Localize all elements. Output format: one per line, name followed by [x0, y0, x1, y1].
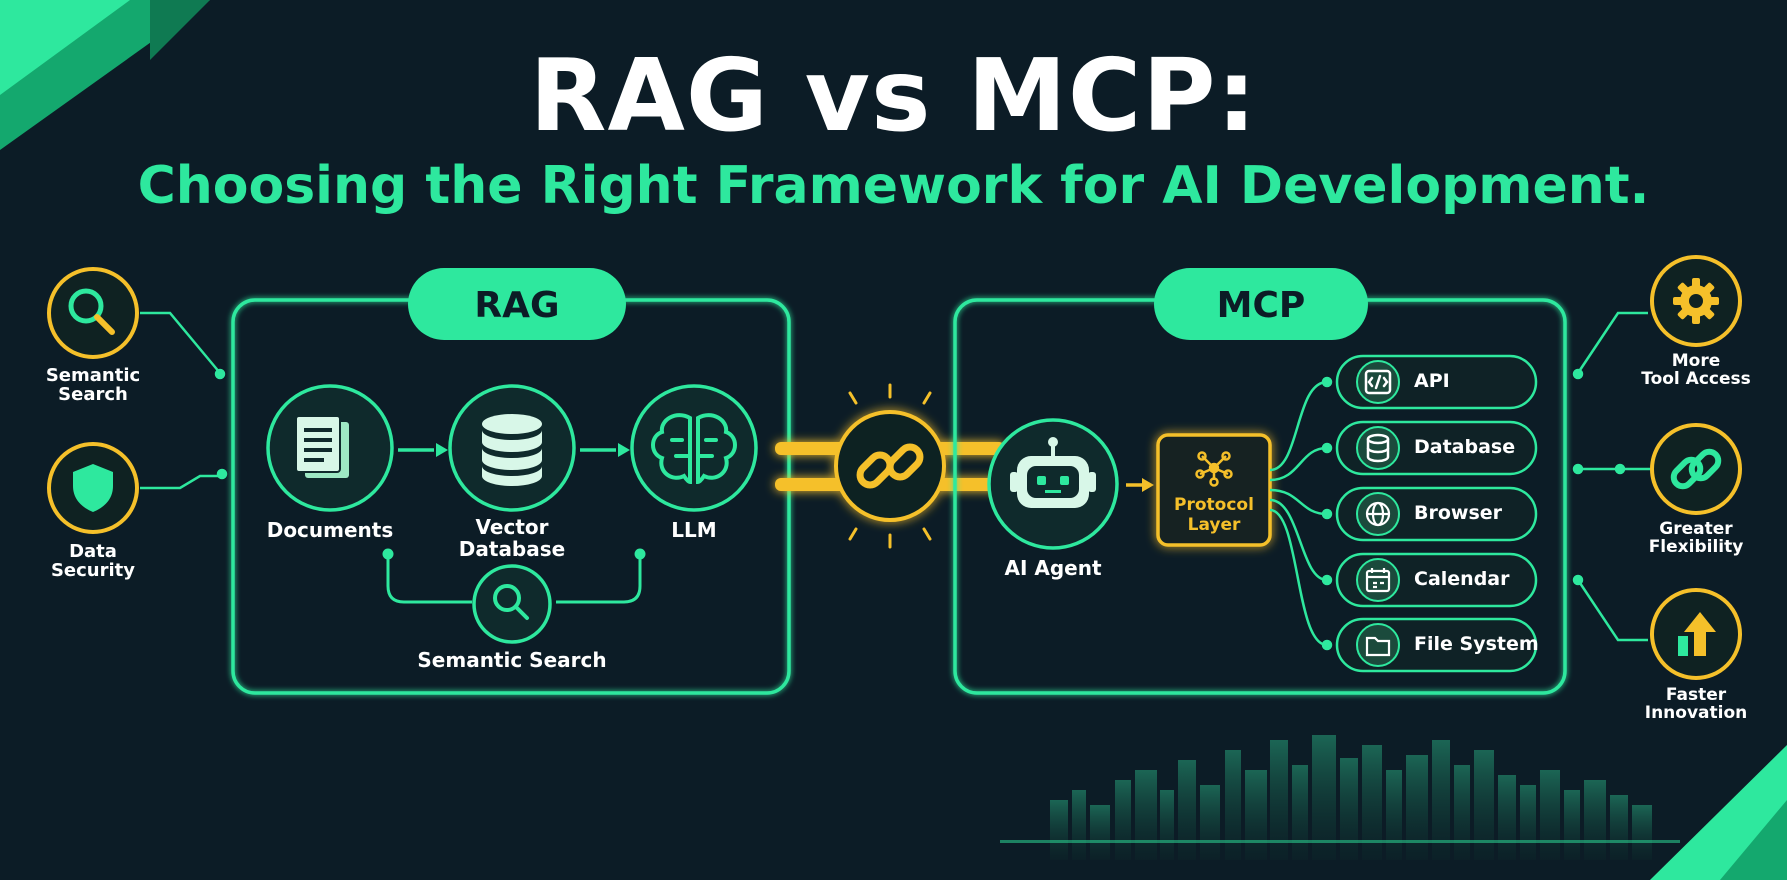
- feature-label-data-security: Data Security: [23, 542, 163, 581]
- rag-semantic-loop: [382, 548, 646, 604]
- page-subtitle: Choosing the Right Framework for AI Deve…: [137, 156, 1650, 216]
- rag-flow-arrows: [398, 443, 630, 457]
- feature-label-data-security-line2: Security: [50, 560, 136, 582]
- link-feature-icon: [1670, 448, 1722, 490]
- feature-label-greater-flexibility: Greater Flexibility: [1616, 520, 1776, 557]
- semantic-search-label: Semantic Search: [417, 648, 607, 672]
- folder-icon: [1365, 636, 1391, 657]
- feature-label-semantic-search-line1: Semantic: [45, 365, 141, 386]
- document-icon: [295, 415, 349, 478]
- vector-database-label: Vector Database: [432, 515, 592, 561]
- ai-agent-label: AI Agent: [1004, 556, 1102, 580]
- calendar-icon: [1365, 568, 1391, 593]
- vector-database-label-line1: Vector: [475, 515, 549, 539]
- llm-node: [630, 384, 758, 512]
- mcp-panel: [953, 268, 1567, 695]
- magnifier-feature-icon: [68, 288, 115, 335]
- code-icon: [1364, 369, 1392, 395]
- feature-label-faster-innovation-line1: Faster: [1665, 685, 1727, 705]
- magnifier-icon: [493, 584, 529, 620]
- rag-header-pill: [408, 268, 626, 340]
- feature-label-more-tool-access-line1: More: [1671, 351, 1721, 371]
- globe-icon: [1365, 501, 1391, 527]
- vector-database-label-line2: Database: [458, 536, 566, 561]
- tool-label-browser: Browser: [1414, 502, 1503, 524]
- semantic-search-node: [472, 564, 552, 644]
- agent-to-protocol-arrow: [1126, 478, 1154, 492]
- feature-label-semantic-search: Semantic Search: [23, 366, 163, 405]
- network-icon: [1195, 451, 1233, 487]
- right-feature-connectors: [1572, 311, 1650, 642]
- feature-label-faster-innovation-line2: Innovation: [1644, 703, 1748, 724]
- tool-label-api: API: [1414, 370, 1450, 392]
- tool-label-calendar: Calendar: [1414, 568, 1510, 590]
- database-small-icon: [1366, 433, 1390, 463]
- mcp-header-label: MCP: [1216, 285, 1306, 326]
- llm-label: LLM: [671, 518, 717, 542]
- shield-icon: [73, 464, 113, 512]
- feature-label-more-tool-access: More Tool Access: [1616, 352, 1776, 389]
- left-feature-connectors: [140, 311, 228, 490]
- mcp-header-pill: [1154, 268, 1368, 340]
- feature-label-semantic-search-line2: Search: [58, 384, 128, 406]
- rag-header-label: RAG: [474, 285, 560, 326]
- documents-label: Documents: [266, 518, 394, 542]
- database-icon: [482, 414, 542, 486]
- brain-icon: [651, 413, 737, 485]
- tool-label-file-system: File System: [1414, 633, 1539, 655]
- growth-arrow-icon: [1678, 612, 1716, 656]
- city-skyline: [1000, 735, 1680, 860]
- protocol-layer-label: Protocol Layer: [1158, 495, 1270, 535]
- chain-link-icon: [856, 443, 924, 489]
- tool-label-database: Database: [1414, 436, 1516, 458]
- protocol-layer-label-line1: Protocol: [1174, 495, 1254, 515]
- gear-icon: [1673, 278, 1719, 324]
- feature-label-greater-flexibility-line1: Greater: [1659, 519, 1733, 539]
- feature-label-more-tool-access-line2: Tool Access: [1641, 369, 1751, 390]
- robot-icon: [1010, 437, 1096, 508]
- protocol-layer-label-line2: Layer: [1187, 514, 1241, 535]
- feature-badge-semantic-search: [47, 267, 139, 359]
- tool-pill-browser: [1335, 486, 1538, 542]
- protocol-tool-connectors: [1269, 376, 1333, 651]
- feature-label-greater-flexibility-line2: Flexibility: [1648, 537, 1744, 558]
- corner-decoration-top-left: [0, 0, 210, 150]
- center-rays: [848, 383, 932, 549]
- rag-panel: [231, 268, 791, 695]
- feature-label-faster-innovation: Faster Innovation: [1616, 686, 1776, 723]
- feature-badge-greater-flexibility: [1650, 423, 1742, 515]
- feature-label-data-security-line1: Data: [69, 541, 117, 562]
- corner-decoration-bottom-right: [1650, 745, 1787, 880]
- page-title: RAG vs MCP:: [529, 37, 1258, 154]
- tool-pill-calendar: [1335, 552, 1538, 608]
